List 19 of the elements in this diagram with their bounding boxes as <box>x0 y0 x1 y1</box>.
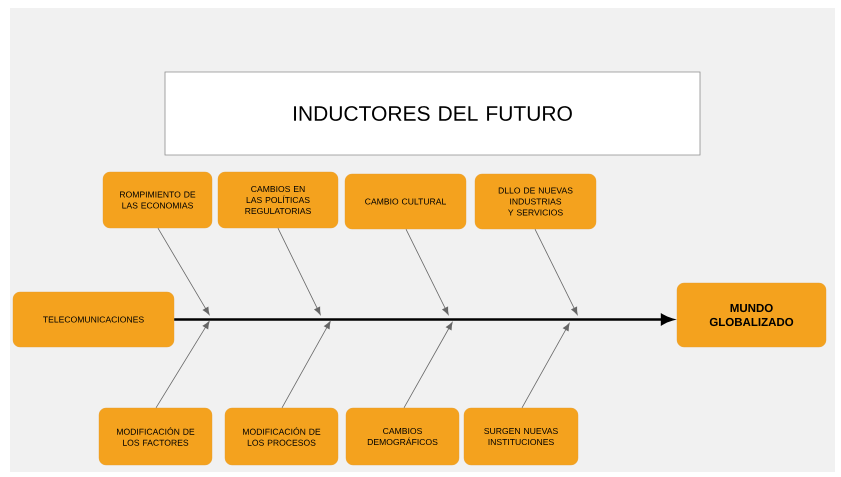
arrow <box>156 320 210 408</box>
arrow <box>522 323 570 408</box>
arrow <box>404 322 453 408</box>
cause-box: CAMBIOS DEMOGRÁFICOS <box>346 408 460 466</box>
arrow <box>158 228 210 316</box>
cause-box: CAMBIOS EN LAS POLÍTICAS REGULATORIAS <box>218 172 338 228</box>
cause-box: SURGEN NUEVAS INSTITUCIONES <box>464 408 578 466</box>
cause-box: TELECOMUNICACIONES <box>12 292 174 348</box>
cause-box: MODIFICACIÓN DE LOS FACTORES <box>98 408 212 466</box>
title-box: INDUCTORES DEL FUTURO <box>164 72 700 156</box>
cause-box: ROMPIMIENTO DE LAS ECONOMIAS <box>102 172 212 228</box>
cause-box: CAMBIO CULTURAL <box>344 174 466 230</box>
arrow <box>282 321 331 408</box>
arrow <box>278 228 321 315</box>
effect-box: MUNDO GLOBALIZADO <box>676 282 826 348</box>
arrow <box>406 228 449 315</box>
cause-box: MODIFICACIÓN DE LOS PROCESOS <box>224 408 338 466</box>
cause-box: DLLO DE NUEVAS INDUSTRIAS Y SERVICIOS <box>474 174 596 230</box>
arrow <box>534 228 578 315</box>
